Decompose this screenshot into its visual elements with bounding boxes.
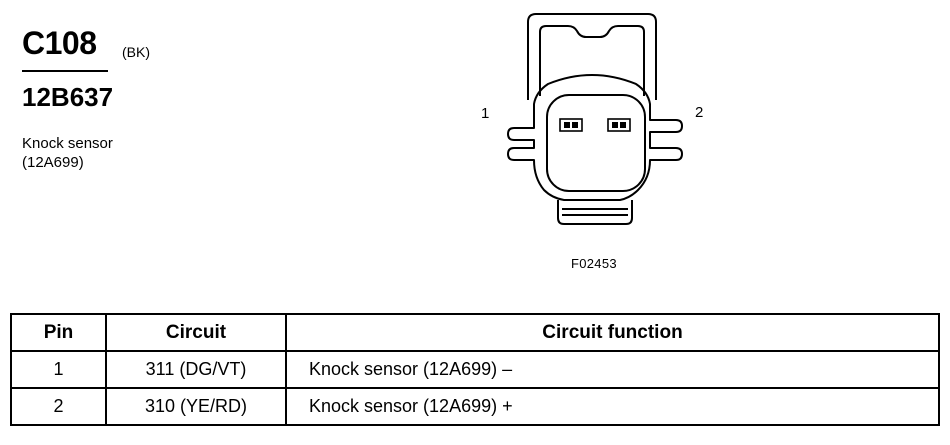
circuit-function-cell: Knock sensor (12A699) – (285, 350, 940, 389)
connector-body-outline (507, 74, 683, 201)
pin-1-label: 1 (481, 105, 490, 122)
table-row: 1 311 (DG/VT) Knock sensor (12A699) – (10, 350, 940, 389)
pinout-table: Pin Circuit Circuit function 1 311 (DG/V… (10, 313, 940, 426)
circuit-cell: 310 (YE/RD) (105, 387, 287, 426)
part-number: 12B637 (22, 82, 114, 112)
header-pin: Pin (10, 313, 107, 352)
latch-inner-outline (539, 25, 645, 96)
table-header-row: Pin Circuit Circuit function (10, 313, 940, 352)
connector-description: Knock sensor (12A699) (22, 134, 113, 172)
circuit-function-cell: Knock sensor (12A699) + (285, 387, 940, 426)
connector-id-block: C108 (BK) (22, 24, 150, 72)
connector-color: (BK) (122, 44, 150, 60)
terminal-cavity-2 (607, 118, 631, 132)
description-line-2: (12A699) (22, 154, 84, 171)
figure-code: F02453 (571, 256, 617, 271)
latch-outer-outline (527, 13, 657, 100)
circuit-cell: 311 (DG/VT) (105, 350, 287, 389)
mating-face-outline (546, 94, 646, 192)
terminal-cavity-1 (559, 118, 583, 132)
description-line-1: Knock sensor (22, 135, 113, 152)
connector-code: C108 (22, 25, 97, 61)
seal-outline (557, 200, 633, 225)
table-row: 2 310 (YE/RD) Knock sensor (12A699) + (10, 387, 940, 426)
header-circuit: Circuit (105, 313, 287, 352)
header-circuit-function: Circuit function (285, 313, 940, 352)
connector-diagram: 1 2 (470, 0, 730, 230)
pin-2-label: 2 (695, 104, 704, 121)
connector-face-drawing (507, 13, 683, 225)
pin-cell: 1 (10, 350, 107, 389)
pin-cell: 2 (10, 387, 107, 426)
